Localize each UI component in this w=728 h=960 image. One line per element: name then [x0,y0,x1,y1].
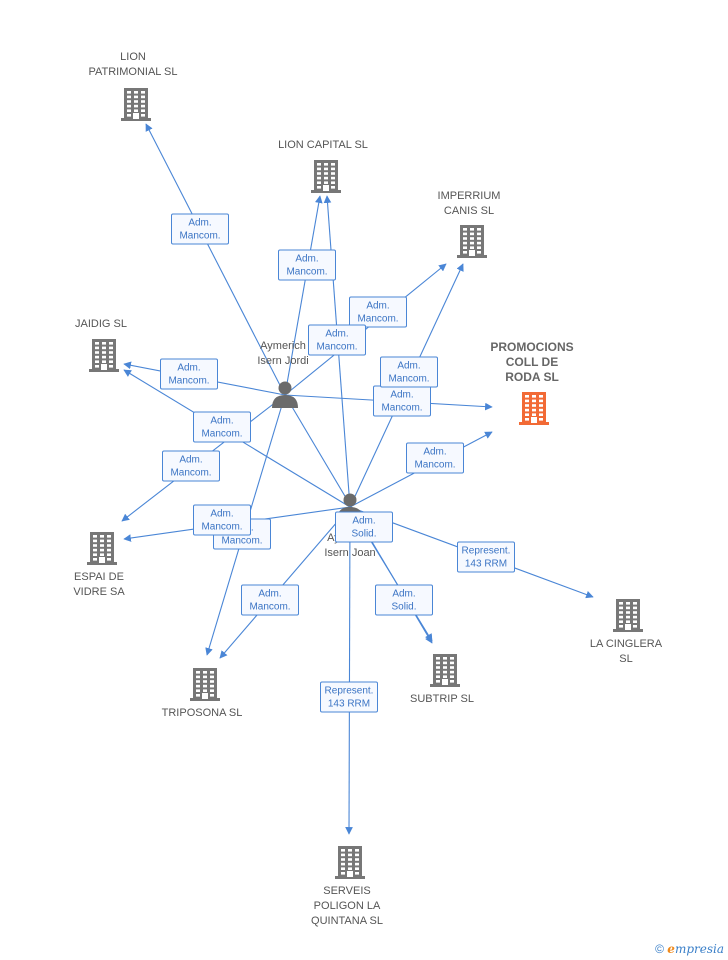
company-triposona-icon[interactable] [190,668,220,701]
company-lion_patrimonial-icon[interactable] [121,88,151,121]
person-label-jordi: Aymerich Isern Jordi [257,340,309,367]
person-jordi-icon[interactable] [272,381,298,409]
company-label-cinglera: LA CINGLERA SL [589,638,663,665]
edge-label-jordi-lion_patrimonial: Adm. Mancom. [171,213,229,245]
edge-label-joan-jaidig: Adm. Mancom. [193,411,251,443]
company-serveis-icon[interactable] [335,846,365,879]
company-imperrium-icon[interactable] [457,225,487,258]
edge-label-joan-lion_capital: Adm. Mancom. [308,324,366,356]
edge-label-jordi-subtrip: Adm. Solid. [375,584,433,616]
edge-label-jordi-promocions: Adm. Mancom. [373,385,431,417]
edge-label-joan-cinglera: Represent. 143 RRM [457,541,515,573]
edge-label-jordi-jaidig: Adm. Mancom. [160,358,218,390]
edge-label-joan-promocions: Adm. Mancom. [406,442,464,474]
edge-jordi-lion_patrimonial [145,123,286,396]
edge-joan-triposona [219,506,351,659]
edge-label-jordi-espai: Adm. Mancom. [162,450,220,482]
company-cinglera-icon[interactable] [613,599,643,632]
brand-initial: e [667,942,675,956]
company-label-subtrip: SUBTRIP SL [410,693,474,705]
company-label-jaidig: JAIDIG SL [75,318,127,330]
company-lion_capital-icon[interactable] [311,160,341,193]
copyright-mark: © [655,942,664,956]
company-espai-icon[interactable] [87,532,117,565]
company-promocions-icon[interactable] [519,392,549,425]
company-label-lion_capital: LION CAPITAL SL [278,139,368,151]
company-label-imperrium: IMPERRIUM CANIS SL [437,190,501,217]
edge-label-joan-imperrium: Adm. Mancom. [380,356,438,388]
brand-name: mpresia [674,942,724,956]
company-jaidig-icon[interactable] [89,339,119,372]
company-label-triposona: TRIPOSONA SL [161,707,243,719]
edge-label-joan-serveis: Represent. 143 RRM [320,681,378,713]
company-label-espai: ESPAI DE VIDRE SA [73,571,125,598]
edge-label-joan-subtrip: Adm. Solid. [335,511,393,543]
edge-label-joan-triposona: Adm. Mancom. [241,584,299,616]
edge-label-joan-espai: Adm. Mancom. [193,504,251,536]
edge-joan-serveis [345,506,353,835]
nodes-layer [87,88,643,879]
edge-label-jordi-lion_capital: Adm. Mancom. [278,249,336,281]
company-label-lion_patrimonial: LION PATRIMONIAL SL [88,51,178,78]
edge-jordi-lion_capital [284,195,323,396]
company-label-promocions: PROMOCIONS COLL DE RODA SL [490,340,574,384]
footer-brand: © empresia [655,942,724,956]
company-subtrip-icon[interactable] [430,654,460,687]
company-label-serveis: SERVEIS POLIGON LA QUINTANA SL [311,885,383,927]
edge-label-jordi-imperrium: Adm. Mancom. [349,296,407,328]
